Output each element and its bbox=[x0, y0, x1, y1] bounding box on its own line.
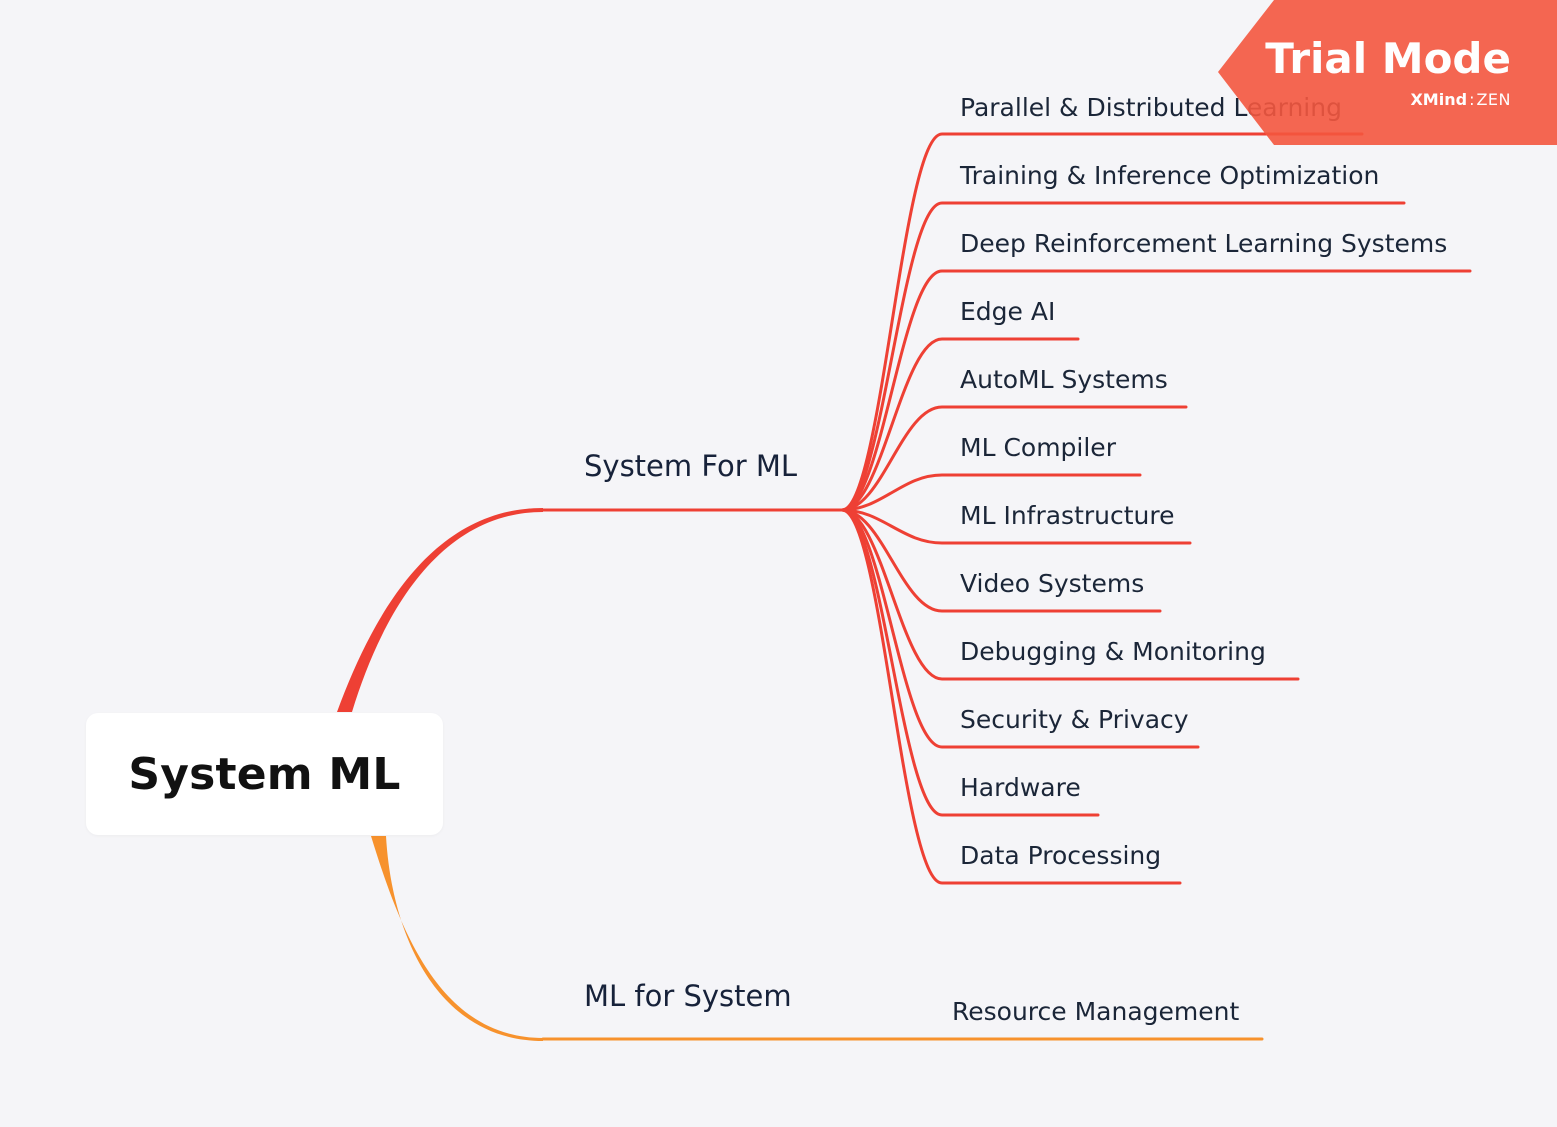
subtopic-label: Debugging & Monitoring bbox=[960, 637, 1266, 666]
brand-edition: ZEN bbox=[1476, 90, 1511, 109]
central-topic-label: System ML bbox=[128, 748, 401, 800]
subtopic-connector bbox=[840, 337, 1080, 512]
brand-name: XMind bbox=[1410, 90, 1468, 109]
subtopic-label: Resource Management bbox=[952, 997, 1240, 1026]
subtopic-label: AutoML Systems bbox=[960, 365, 1168, 394]
subtopic-connector bbox=[840, 132, 1364, 512]
subtopic-ml-infrastructure[interactable]: ML Infrastructure bbox=[960, 503, 1175, 528]
subtopic-label: Hardware bbox=[960, 773, 1081, 802]
main-topic-ml-for-system[interactable]: ML for System bbox=[584, 982, 792, 1011]
subtopic-connector bbox=[840, 508, 1200, 749]
subtopic-edge-ai[interactable]: Edge AI bbox=[960, 299, 1055, 324]
subtopic-debugging-monitoring[interactable]: Debugging & Monitoring bbox=[960, 639, 1266, 664]
subtopic-ml-compiler[interactable]: ML Compiler bbox=[960, 435, 1116, 460]
subtopic-label: Data Processing bbox=[960, 841, 1162, 870]
subtopic-deep-reinforcement-learning-systems[interactable]: Deep Reinforcement Learning Systems bbox=[960, 231, 1447, 256]
main-topic-system-for-ml[interactable]: System For ML bbox=[584, 452, 797, 481]
subtopic-connector bbox=[840, 508, 1162, 613]
subtopic-label: Deep Reinforcement Learning Systems bbox=[960, 229, 1448, 258]
subtopic-connector bbox=[840, 269, 1472, 512]
subtopic-security-privacy[interactable]: Security & Privacy bbox=[960, 707, 1189, 732]
sub-connectors bbox=[541, 132, 1472, 1041]
brand-separator: : bbox=[1469, 90, 1475, 109]
trial-badge-shape bbox=[1218, 0, 1557, 145]
subtopic-resource-management[interactable]: Resource Management bbox=[952, 999, 1239, 1024]
trial-mode-watermark[interactable]: Trial Mode XMind:ZEN bbox=[1218, 0, 1557, 145]
trial-mode-title: Trial Mode bbox=[1265, 34, 1511, 83]
subtopic-connector bbox=[840, 473, 1142, 512]
subtopic-hardware[interactable]: Hardware bbox=[960, 775, 1081, 800]
subtopic-data-processing[interactable]: Data Processing bbox=[960, 843, 1161, 868]
subtopic-video-systems[interactable]: Video Systems bbox=[960, 571, 1144, 596]
subtopic-label: ML Compiler bbox=[960, 433, 1116, 462]
subtopic-connector bbox=[840, 508, 1300, 681]
subtopic-connector bbox=[840, 508, 1192, 545]
subtopic-label: Training & Inference Optimization bbox=[960, 161, 1380, 190]
subtopic-label: ML Infrastructure bbox=[960, 501, 1175, 530]
subtopic-training-inference-optimization[interactable]: Training & Inference Optimization bbox=[960, 163, 1379, 188]
central-topic[interactable]: System ML bbox=[86, 713, 443, 835]
subtopic-label: Video Systems bbox=[960, 569, 1145, 598]
xmind-zen-logo: XMind:ZEN bbox=[1410, 92, 1511, 108]
subtopic-connector bbox=[840, 508, 1182, 885]
subtopic-automl-systems[interactable]: AutoML Systems bbox=[960, 367, 1168, 392]
subtopic-connector bbox=[840, 405, 1188, 512]
main-topic-label: System For ML bbox=[584, 449, 798, 483]
subtopic-connector bbox=[840, 201, 1406, 512]
connector-root-system-for-ml bbox=[337, 508, 543, 712]
main-topic-label: ML for System bbox=[584, 979, 792, 1013]
subtopic-label: Security & Privacy bbox=[960, 705, 1189, 734]
subtopic-label: Edge AI bbox=[960, 297, 1056, 326]
connector-root-ml-for-system bbox=[371, 836, 543, 1041]
